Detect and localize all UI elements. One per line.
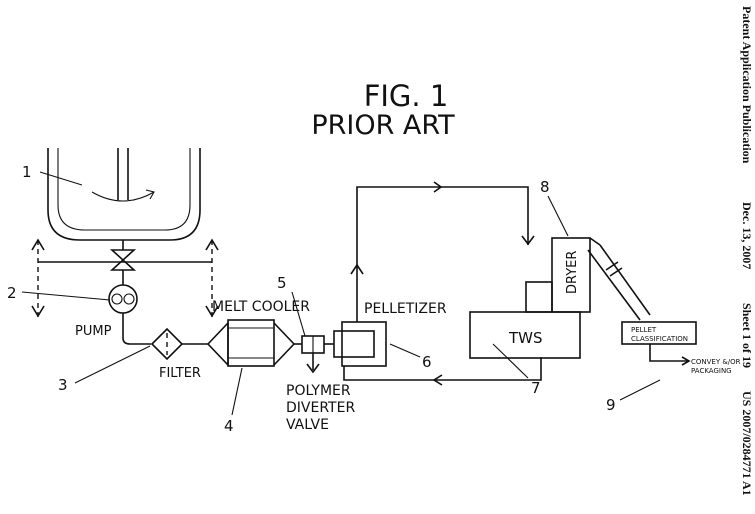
convey-label-2: PACKAGING xyxy=(691,367,732,375)
header-sheet: Sheet 1 of 19 xyxy=(740,303,754,368)
pelletizer xyxy=(333,321,387,367)
melt-cooler xyxy=(206,319,296,367)
pump xyxy=(108,284,138,314)
melt-cooler-label: MELT COOLER xyxy=(212,299,310,315)
polymer-diverter-valve xyxy=(294,335,334,374)
convey-label-1: CONVEY &/OR xyxy=(691,358,741,366)
dryer-label: DRYER xyxy=(565,251,580,294)
ref-4: 4 xyxy=(224,417,234,435)
ref-6: 6 xyxy=(422,353,432,371)
header-publication: Patent Application Publication xyxy=(740,6,754,164)
convey-arrow xyxy=(649,344,691,366)
ref-1: 1 xyxy=(22,163,32,181)
header-number: US 2007/0284771 A1 xyxy=(740,391,754,496)
dryer-unit xyxy=(551,237,601,313)
pellet-label-2: CLASSIFICATION xyxy=(631,335,688,343)
ref-7: 7 xyxy=(531,379,541,397)
diverter-label-2: DIVERTER xyxy=(286,400,355,416)
vessel-supports xyxy=(31,238,219,318)
pellet-label-1: PELLET xyxy=(631,326,657,334)
ref-3: 3 xyxy=(58,376,68,394)
diverter-label-1: POLYMER xyxy=(286,383,351,399)
filter xyxy=(150,327,184,361)
ref-9: 9 xyxy=(606,396,616,414)
ref-5: 5 xyxy=(277,274,287,292)
reactor-vessel xyxy=(47,148,201,241)
filter-label: FILTER xyxy=(159,366,201,381)
ref-8: 8 xyxy=(540,178,550,196)
reference-leaders xyxy=(21,171,661,416)
tws-label: TWS xyxy=(508,329,543,347)
water-loop xyxy=(343,181,542,386)
discharge-chute xyxy=(587,244,651,321)
figure-title: FIG. 1 xyxy=(364,79,449,113)
patent-header: Patent Application Publication Dec. 13, … xyxy=(740,6,754,496)
ref-2: 2 xyxy=(7,284,17,302)
pump-label: PUMP xyxy=(75,324,112,339)
pelletizer-label: PELLETIZER xyxy=(364,301,447,317)
valve-symbol xyxy=(109,240,137,285)
header-date: Dec. 13, 2007 xyxy=(740,202,754,269)
diverter-label-3: VALVE xyxy=(286,417,329,433)
pellet-classification-box xyxy=(621,321,697,345)
figure-subtitle: PRIOR ART xyxy=(311,110,455,141)
